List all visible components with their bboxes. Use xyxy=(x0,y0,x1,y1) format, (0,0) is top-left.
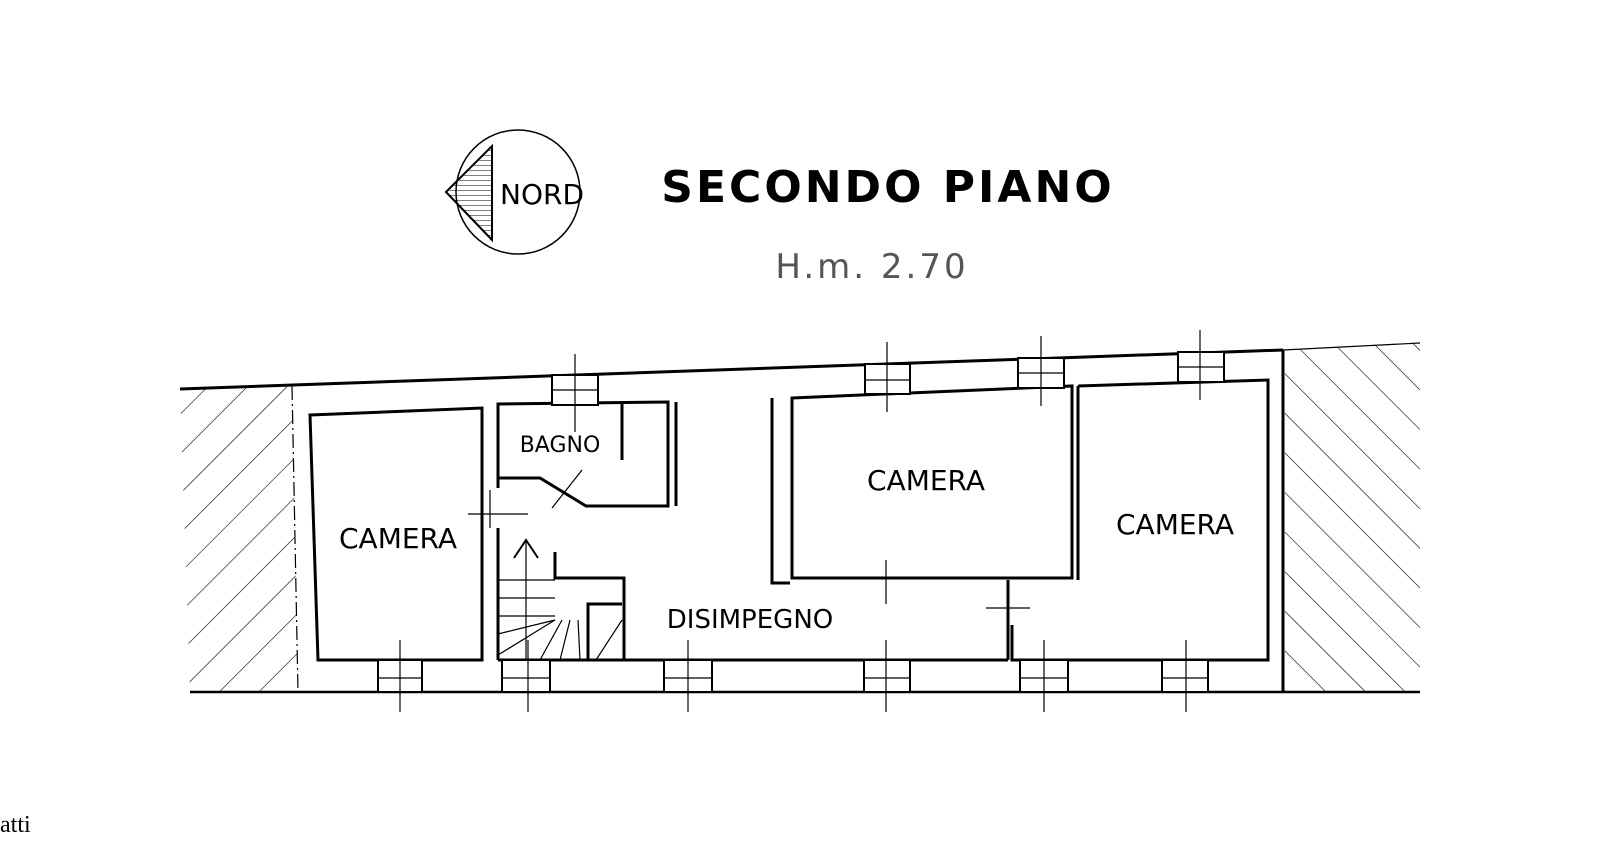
room-label-camera-2: CAMERA xyxy=(867,464,985,497)
adjacent-property-left xyxy=(180,386,298,692)
adjacent-property-right xyxy=(1285,343,1420,692)
room-label-camera-3: CAMERA xyxy=(1116,508,1234,541)
height-label: H.m. 2.70 xyxy=(775,247,968,287)
north-arrow-icon: NORD xyxy=(444,129,584,255)
room-label-disimpegno: DISIMPEGNO xyxy=(667,605,833,635)
north-label: NORD xyxy=(500,178,584,211)
room-label-camera-1: CAMERA xyxy=(339,522,457,555)
opening-marks xyxy=(378,330,1224,712)
footer-text: atti xyxy=(0,812,31,838)
room-label-bagno: BAGNO xyxy=(520,433,601,458)
page-title: SECONDO PIANO xyxy=(661,162,1114,213)
